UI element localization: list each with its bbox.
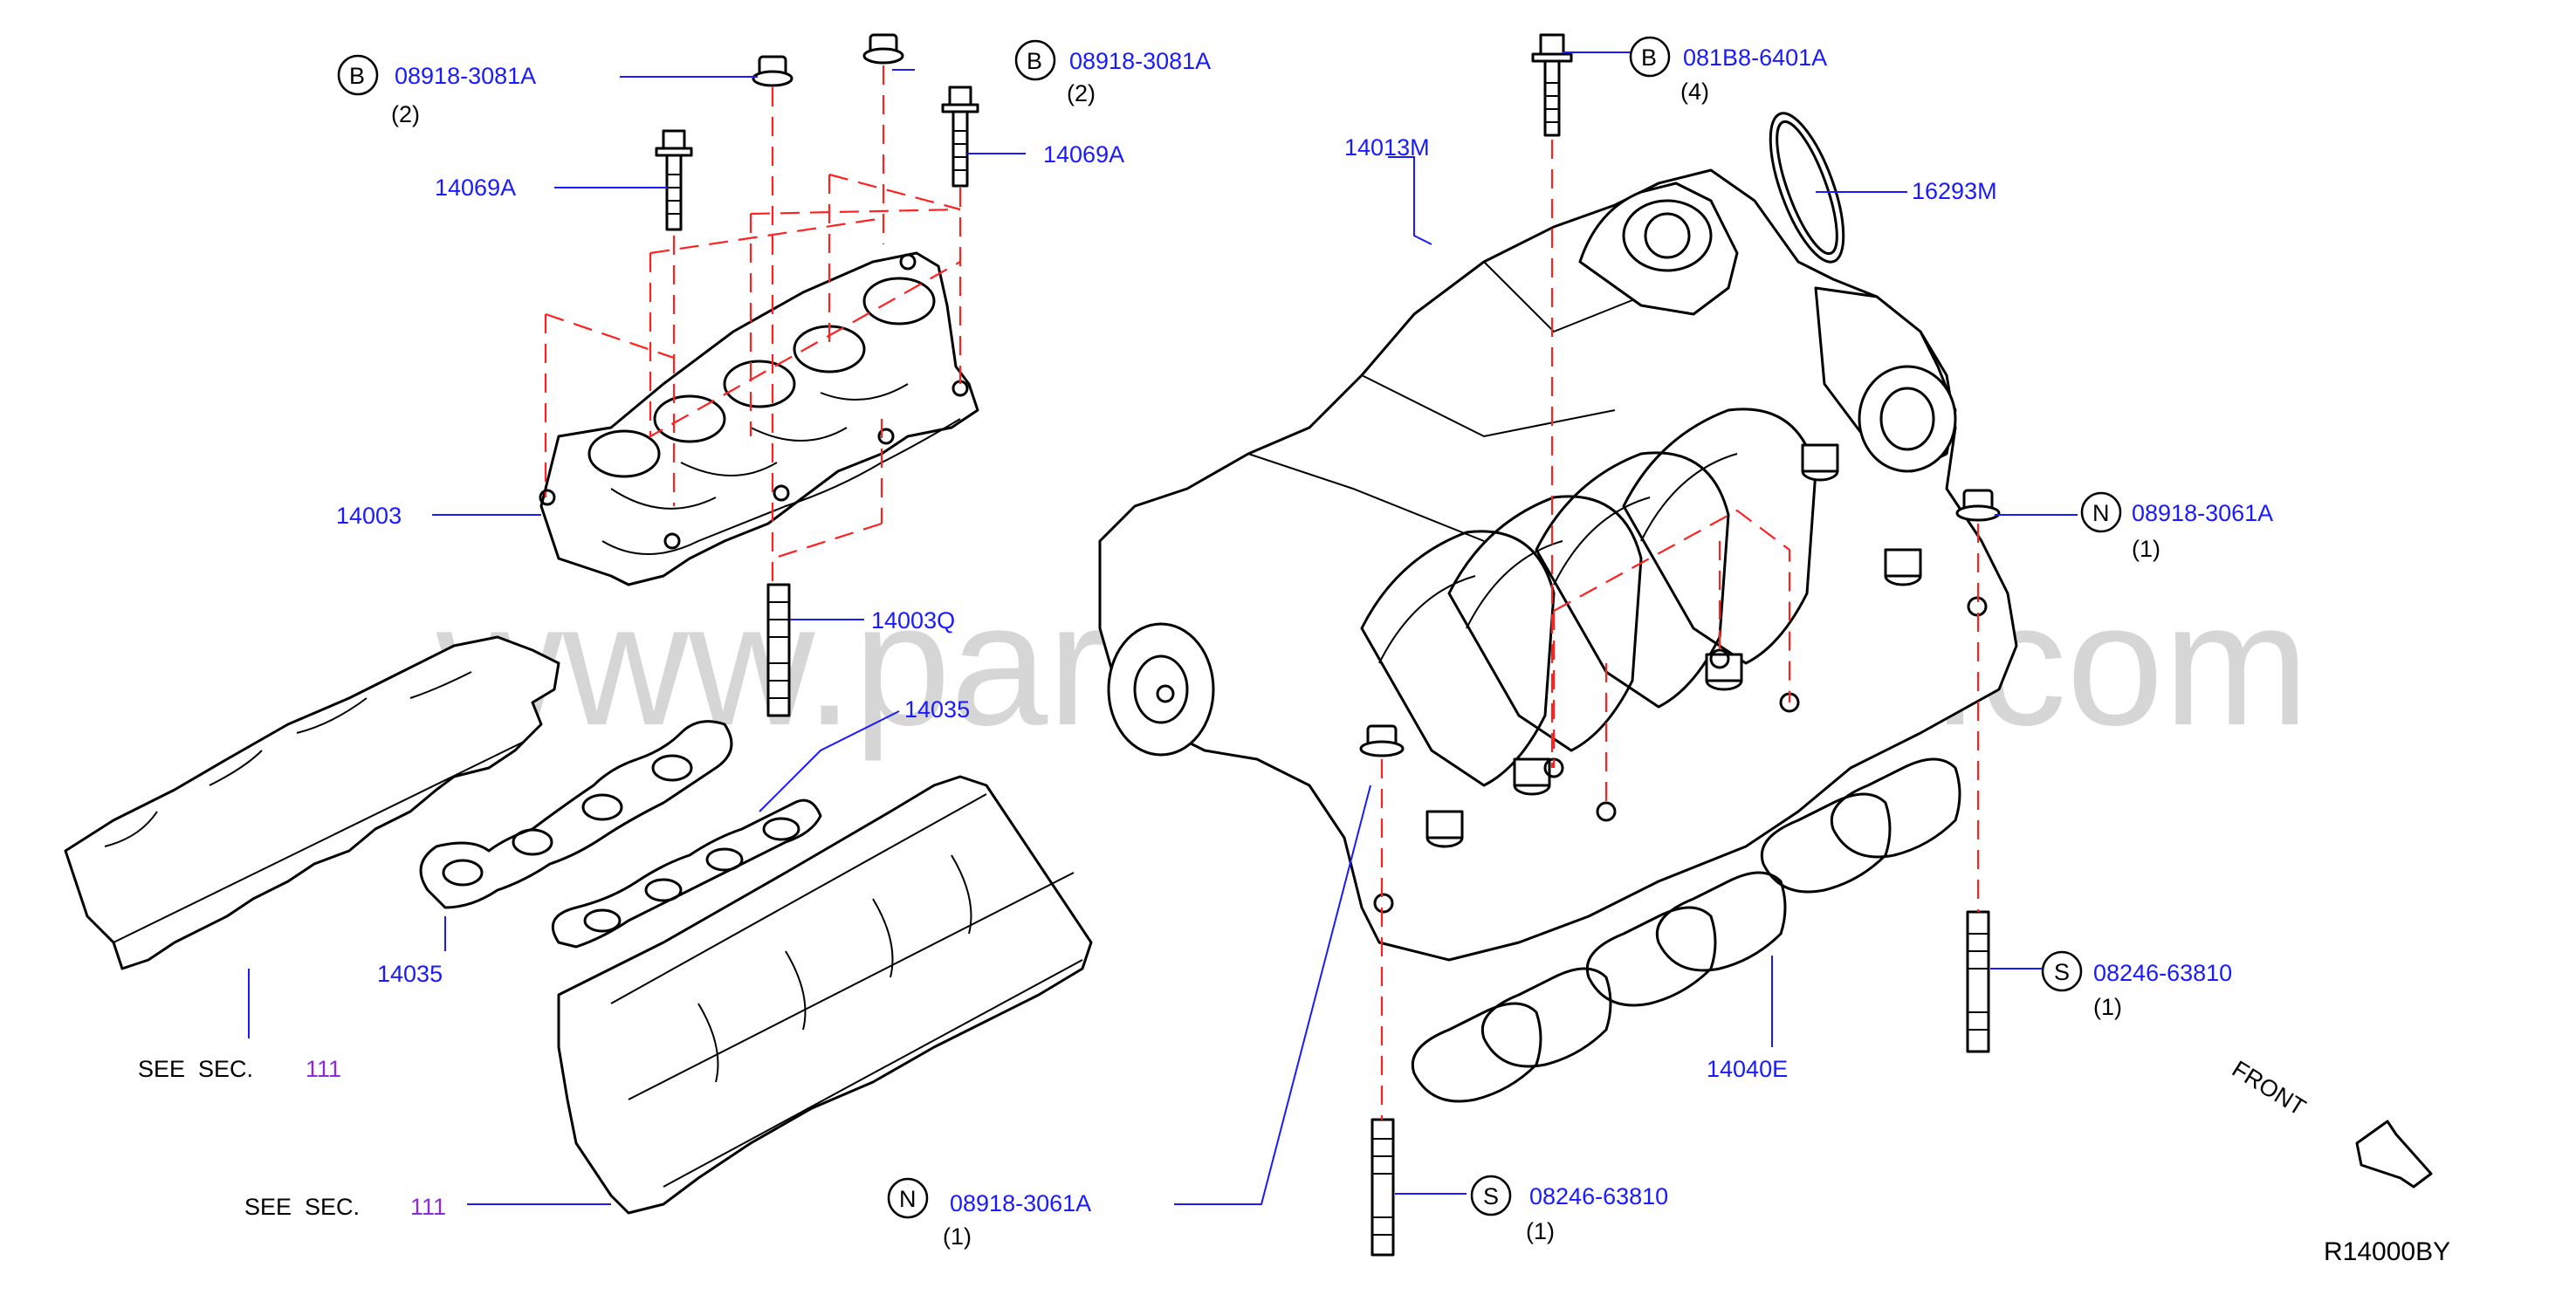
stud-14003q [766,583,791,717]
part-qty: (1) [2093,994,2122,1020]
callout-badge: B [349,63,365,89]
callout-badge: S [2054,959,2070,985]
section-link[interactable]: 111 [410,1194,446,1220]
callout-badge: B [1027,48,1042,74]
lower-intake-manifold [539,251,979,586]
part-label: 14003 [336,503,402,529]
part-qty: (1) [2132,536,2160,562]
gasket-16293m [1769,112,1845,264]
see-section-text: SEE SEC. [138,1056,253,1082]
callout-badge: N [899,1186,917,1212]
part-label: 08246-63810 [1529,1183,1668,1209]
part-qty: (4) [1680,79,1709,105]
gasket-14035-left [419,720,733,909]
section-link[interactable]: 111 [306,1056,341,1082]
part-label: 081B8-6401A [1683,45,1827,71]
stud-08246-63810-right [1966,910,1990,1053]
badge-s-icon [2041,950,2083,992]
part-label: 14069A [1043,141,1124,168]
part-label: 16293M [1912,178,1997,204]
badge-b-icon [1014,39,1056,81]
badge-b-icon [1629,36,1671,78]
part-label: 14013M [1344,134,1430,161]
gasket-14035-right [551,798,822,949]
part-label: 08918-3081A [1069,48,1211,74]
front-arrow: FRONT [2228,1056,2433,1189]
badge-n-icon [887,1177,929,1219]
cylinder-head-left [64,635,560,970]
upper-intake-manifold [1098,168,2018,962]
alignment-lines-right [1380,140,1980,1120]
part-label: 08918-3061A [950,1190,1091,1216]
front-arrow-icon [2355,1120,2433,1189]
see-section-text: SEE SEC. [244,1194,360,1220]
badge-s-icon [1470,1175,1512,1216]
part-qty: (2) [391,101,420,127]
gasket-14040e [1412,757,1961,1103]
alignment-lines-left [544,65,962,585]
leader-lines [248,51,2078,1205]
nut-08918-3081a-a [752,55,793,87]
stud-08246-63810-bottom [1370,1118,1395,1257]
part-label: 08246-63810 [2093,960,2232,986]
bolt-14069a-right [941,86,979,188]
callout-badge: N [2092,500,2110,526]
callout-badge: B [1641,45,1657,71]
nut-08918-3081a-b [862,33,904,65]
callout-badge: S [1483,1183,1499,1209]
nut-08918-3061a-bottom [1359,724,1405,757]
bolt-081b8-6401a [1531,33,1573,137]
bolt-14069a-left [655,129,693,231]
part-label: 14035 [377,961,443,987]
front-label: FRONT [2228,1056,2311,1121]
part-label: 08918-3061A [2132,500,2273,526]
part-qty: (2) [1067,80,1096,106]
badge-n-icon [2080,491,2122,533]
part-label: 08918-3081A [395,63,536,89]
part-qty: (1) [1526,1218,1555,1244]
diagram-code: R14000BY [2324,1237,2450,1266]
part-label: 14035 [904,696,970,723]
cylinder-head-right [557,775,1093,1215]
part-label: 14040E [1707,1056,1788,1082]
part-qty: (1) [943,1223,972,1250]
part-label: 14003Q [871,607,955,634]
badge-b-icon [337,54,379,96]
part-label: 14069A [435,175,516,201]
nut-08918-3061a-right [1955,489,2001,522]
